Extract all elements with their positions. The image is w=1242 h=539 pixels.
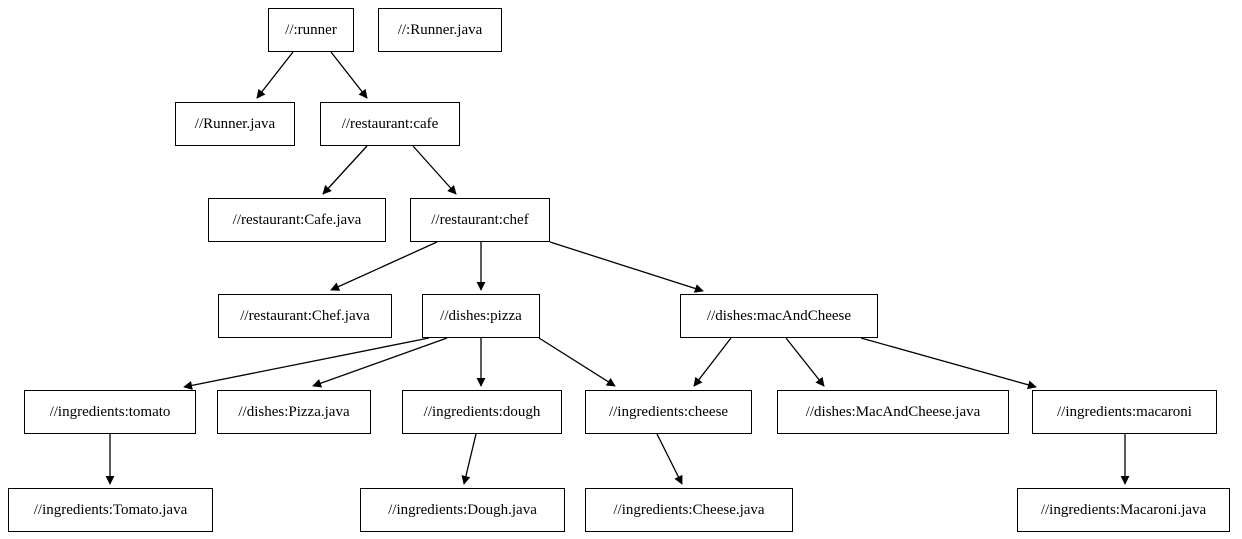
graph-node-label: //:Runner.java	[397, 21, 483, 38]
graph-node-label: //ingredients:Macaroni.java	[1040, 501, 1207, 518]
edge-dough-to-dough-java	[461, 433, 477, 485]
graph-node-macandcheese: //dishes:macAndCheese	[680, 294, 878, 338]
graph-node-label: //ingredients:Tomato.java	[33, 501, 188, 518]
graph-node-label: //ingredients:Dough.java	[388, 501, 537, 518]
graph-node-label: //ingredients:macaroni	[1057, 403, 1192, 420]
graph-node-label: //ingredients:dough	[423, 403, 541, 420]
graph-node-pizza-java: //dishes:Pizza.java	[217, 390, 371, 434]
graph-node-label: //dishes:Pizza.java	[238, 403, 350, 420]
graph-node-label: //restaurant:Cafe.java	[232, 211, 362, 228]
edge-macandcheese-to-cheese	[693, 337, 732, 387]
graph-node-tomato: //ingredients:tomato	[24, 390, 196, 434]
graph-node-label: //ingredients:tomato	[49, 403, 171, 420]
graph-node-chef: //restaurant:chef	[410, 198, 550, 242]
graph-node-runner-java-src: //:Runner.java	[378, 8, 502, 52]
graph-node-label: //restaurant:chef	[431, 211, 529, 228]
edge-runner-to-cafe	[330, 51, 368, 99]
graph-node-runner-java: //Runner.java	[175, 102, 295, 146]
graph-node-label: //ingredients:Cheese.java	[613, 501, 765, 518]
graph-node-macaroni-java: //ingredients:Macaroni.java	[1017, 488, 1230, 532]
edge-pizza-to-cheese	[538, 337, 616, 387]
graph-node-label: //:runner	[285, 21, 337, 38]
edge-pizza-to-tomato	[183, 337, 430, 390]
graph-node-dough: //ingredients:dough	[402, 390, 562, 434]
graph-node-label: //ingredients:cheese	[608, 403, 729, 420]
edge-chef-to-macandcheese	[549, 241, 704, 293]
graph-node-pizza: //dishes:pizza	[422, 294, 540, 338]
graph-node-macandcheese-java: //dishes:MacAndCheese.java	[777, 390, 1009, 434]
graph-node-label: //dishes:MacAndCheese.java	[805, 403, 981, 420]
edge-cheese-to-cheese-java	[656, 433, 683, 485]
graph-node-cheese-java: //ingredients:Cheese.java	[585, 488, 793, 532]
graph-node-label: //restaurant:cafe	[341, 115, 439, 132]
graph-node-label: //Runner.java	[194, 115, 276, 132]
edge-macandcheese-to-macandcheese-java	[785, 337, 825, 387]
graph-node-label: //dishes:pizza	[440, 307, 522, 324]
graph-node-cafe: //restaurant:cafe	[320, 102, 460, 146]
edge-runner-to-runner-java	[256, 51, 294, 99]
edge-chef-to-chef-java	[330, 241, 438, 291]
graph-node-label: //restaurant:Chef.java	[240, 307, 370, 324]
graph-node-cheese: //ingredients:cheese	[585, 390, 752, 434]
graph-node-chef-java: //restaurant:Chef.java	[218, 294, 392, 338]
graph-node-runner: //:runner	[268, 8, 354, 52]
graph-node-dough-java: //ingredients:Dough.java	[360, 488, 565, 532]
graph-node-cafe-java: //restaurant:Cafe.java	[208, 198, 386, 242]
graph-node-label: //dishes:macAndCheese	[706, 307, 852, 324]
graph-node-tomato-java: //ingredients:Tomato.java	[8, 488, 213, 532]
edge-macandcheese-to-macaroni	[860, 337, 1037, 390]
edge-pizza-to-pizza-java	[312, 337, 448, 388]
edge-cafe-to-cafe-java	[322, 145, 368, 195]
graph-node-macaroni: //ingredients:macaroni	[1032, 390, 1217, 434]
edge-cafe-to-chef	[412, 145, 457, 195]
